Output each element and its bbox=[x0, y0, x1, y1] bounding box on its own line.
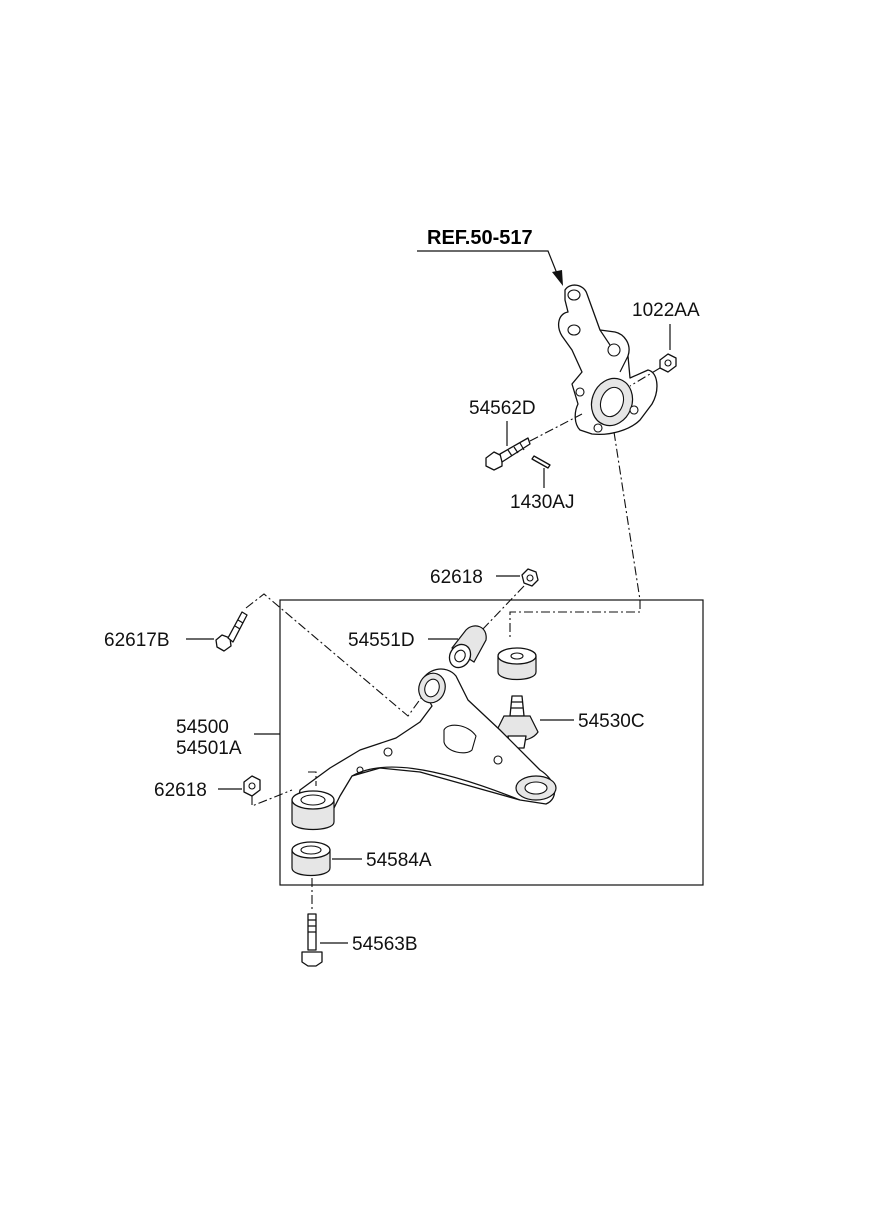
bushing-front[interactable] bbox=[445, 625, 487, 671]
label-bolt-front[interactable]: 62617B bbox=[104, 630, 170, 651]
label-bushing-front[interactable]: 54551D bbox=[348, 630, 415, 651]
centerline-nut-top bbox=[629, 367, 661, 387]
centerline-nut-rear bbox=[251, 771, 317, 807]
ref-leader-line bbox=[417, 250, 559, 277]
centerline-bolt-knuckle bbox=[529, 413, 583, 442]
label-nut-rear[interactable]: 62618 bbox=[154, 780, 207, 801]
bushing-rear-seat[interactable] bbox=[291, 790, 335, 831]
centerline-bolt-front bbox=[245, 593, 425, 717]
label-bolt-knuckle[interactable]: 54562D bbox=[469, 398, 536, 419]
label-arm-2[interactable]: 54501A bbox=[176, 738, 242, 759]
ref-label[interactable]: REF.50-517 bbox=[427, 227, 533, 249]
bushing-rear[interactable] bbox=[291, 841, 331, 877]
lower-control-arm[interactable] bbox=[295, 668, 557, 825]
label-bushing-rear[interactable]: 54584A bbox=[366, 850, 432, 871]
label-pin[interactable]: 1430AJ bbox=[510, 492, 574, 513]
centerline-nut-front bbox=[481, 585, 525, 631]
ball-joint[interactable] bbox=[495, 647, 539, 749]
bolt-rear[interactable] bbox=[301, 913, 323, 967]
centerline-knuckle-balljoint bbox=[509, 431, 641, 640]
bolt-front[interactable] bbox=[215, 611, 248, 652]
steering-knuckle[interactable] bbox=[557, 284, 658, 436]
label-ball-joint[interactable]: 54530C bbox=[578, 711, 645, 732]
nut-rear[interactable] bbox=[243, 775, 261, 797]
bolt-knuckle[interactable] bbox=[485, 437, 531, 471]
nut-front[interactable] bbox=[521, 568, 539, 587]
label-nut-top[interactable]: 1022AA bbox=[632, 300, 700, 321]
ref-arrow-head bbox=[552, 270, 563, 286]
pin[interactable] bbox=[531, 455, 551, 469]
nut-top[interactable] bbox=[659, 353, 677, 373]
assembly-frame bbox=[279, 599, 704, 886]
label-bolt-rear[interactable]: 54563B bbox=[352, 934, 418, 955]
label-arm-1[interactable]: 54500 bbox=[176, 717, 229, 738]
label-nut-front[interactable]: 62618 bbox=[430, 567, 483, 588]
